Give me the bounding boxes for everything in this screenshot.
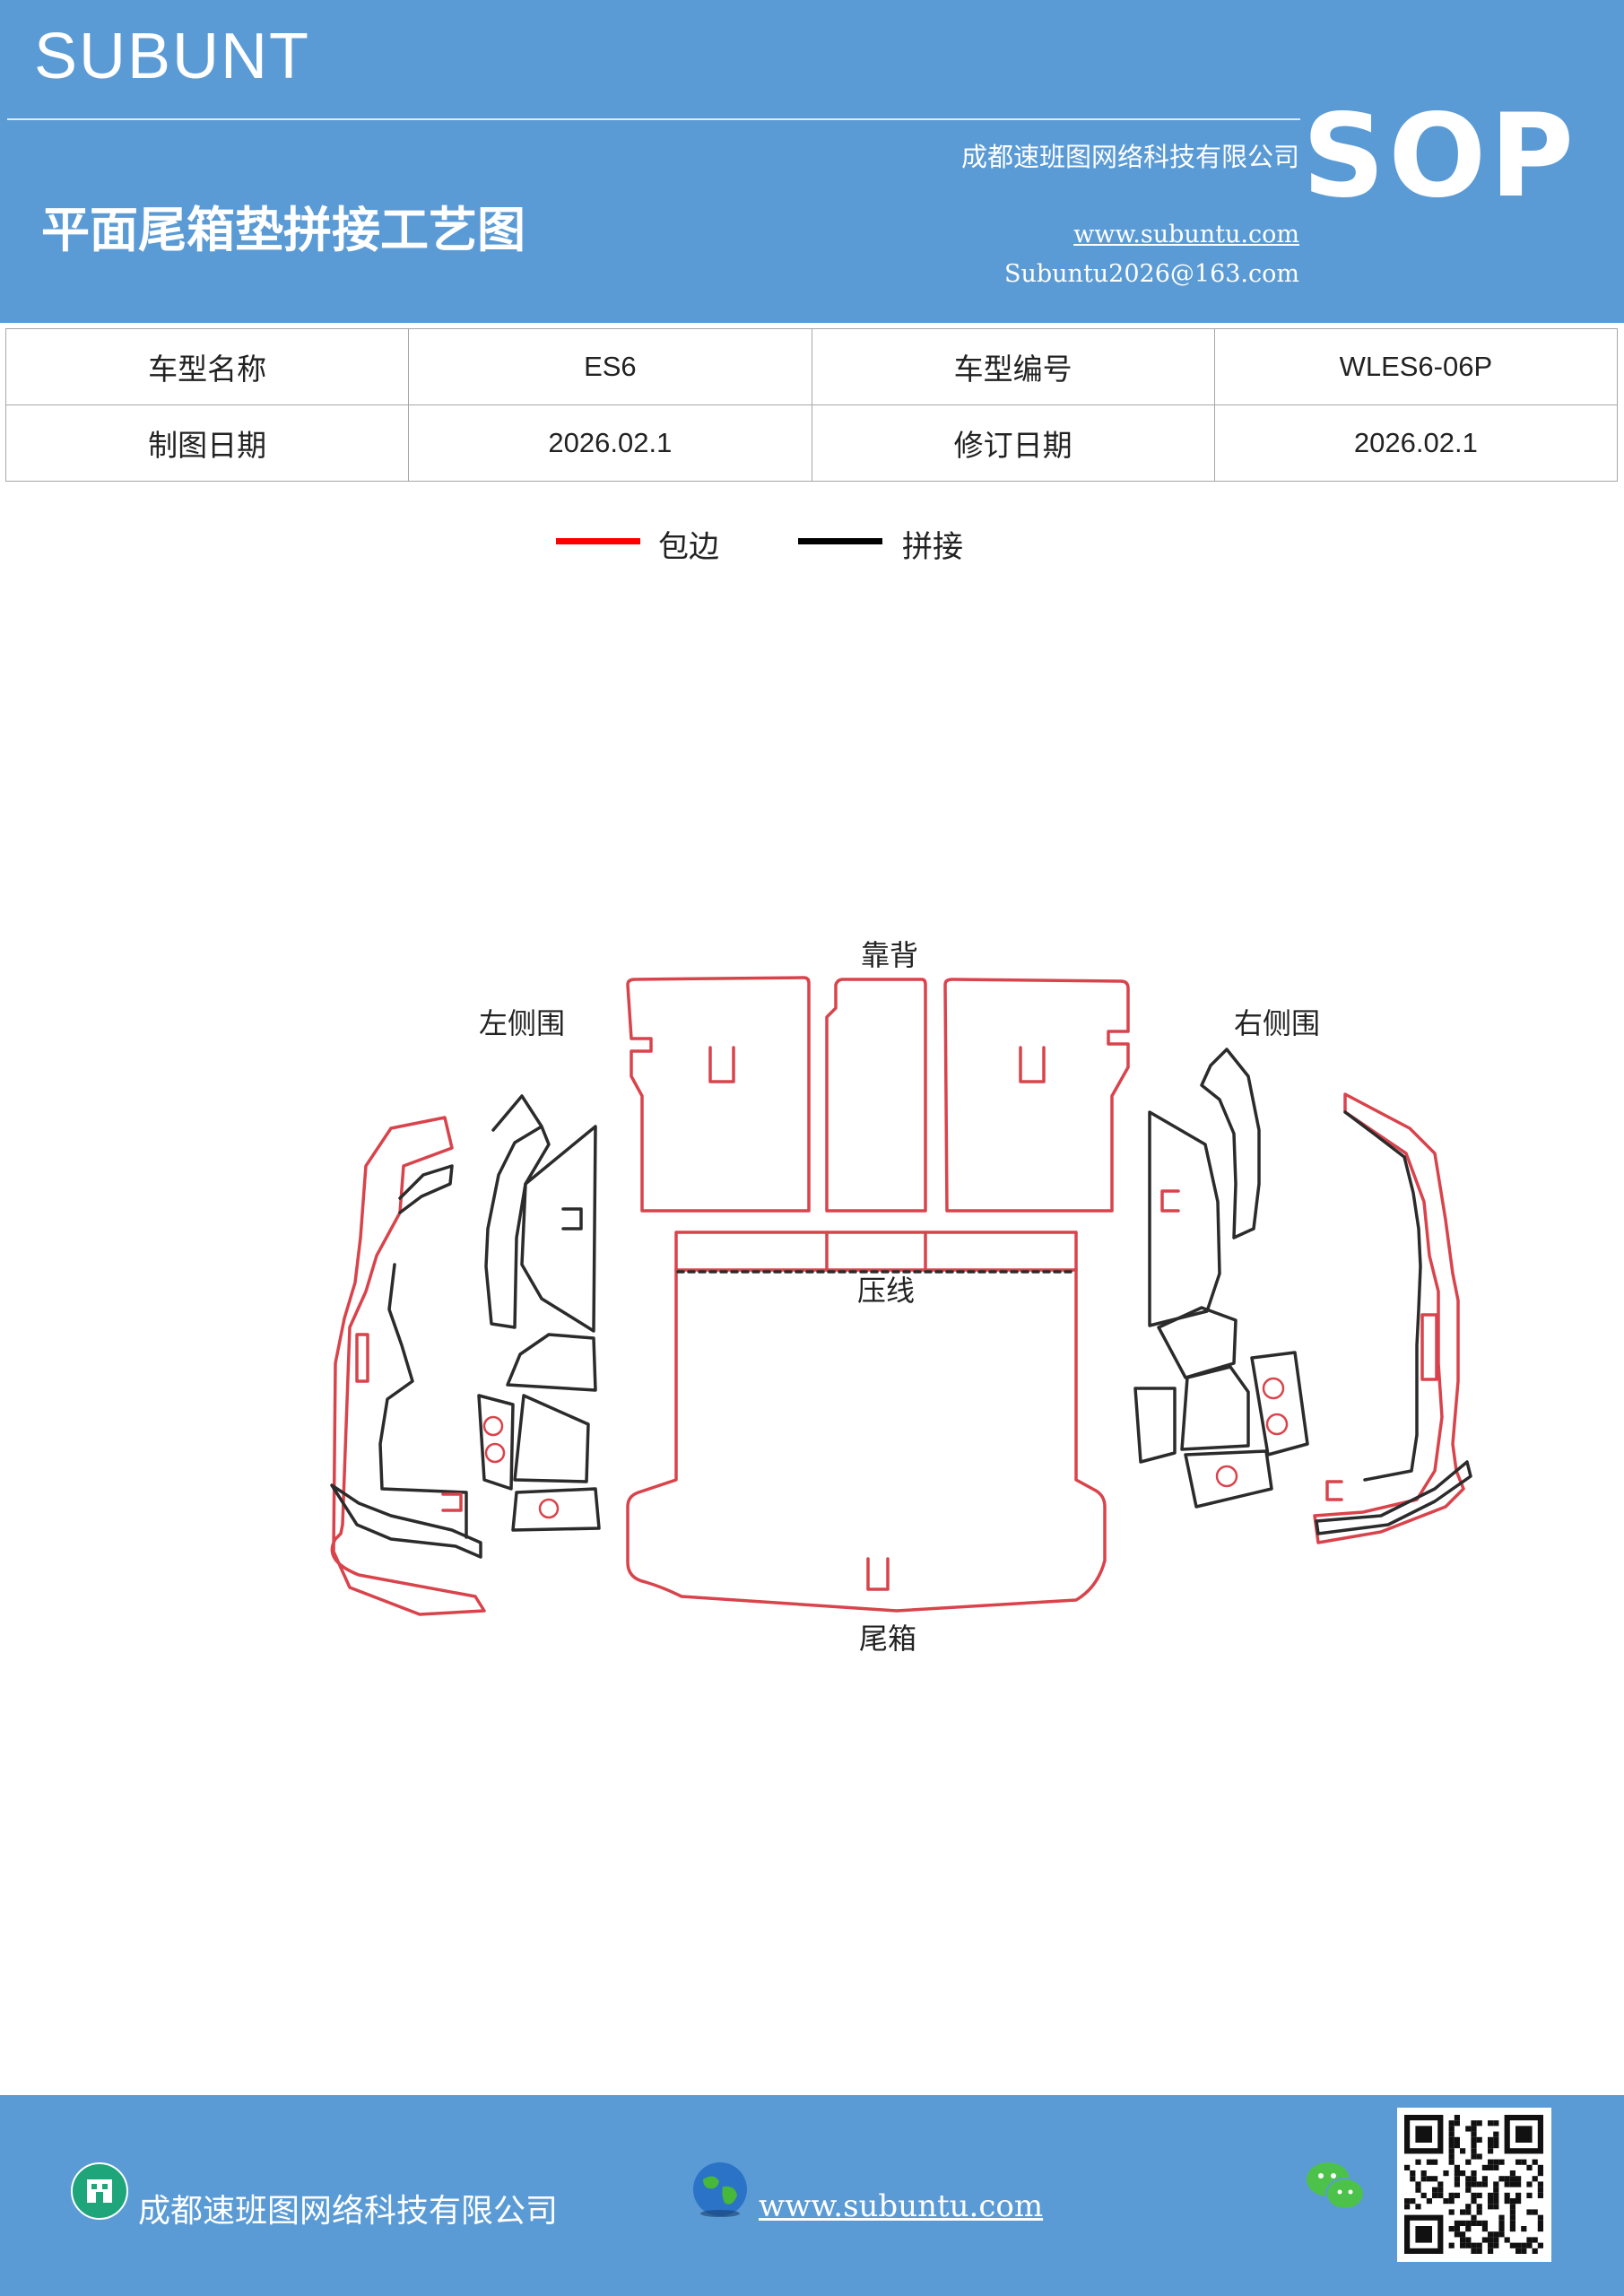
left-side-slot	[355, 1333, 369, 1383]
company-name: 成都速班图网络科技有限公司	[960, 142, 1299, 172]
trunk-main-panel	[626, 1268, 1107, 1613]
right-small-panel	[1157, 1306, 1238, 1379]
right-side-panel	[1148, 1110, 1221, 1327]
globe-icon	[690, 2160, 750, 2222]
header-divider	[7, 118, 1300, 120]
table-row: 车型名称 ES6 车型编号 WLES6-06P	[4, 328, 1619, 405]
right-bottom-flower	[1184, 1449, 1273, 1509]
left-flower-panel	[477, 1394, 515, 1491]
label-left-side: 左侧围	[479, 1006, 565, 1040]
table-row: 制图日期 2026.02.1 修订日期 2026.02.1	[4, 404, 1619, 482]
model-code-value: WLES6-06P	[1213, 328, 1619, 405]
backrest-right-tab	[1019, 1046, 1046, 1083]
brand-name: SUBUNT	[34, 21, 311, 92]
right-side-long	[1200, 1048, 1261, 1239]
sop-badge: SOP	[1302, 90, 1577, 223]
right-mid-panel	[1180, 1365, 1250, 1451]
document-title: 平面尾箱垫拼接工艺图	[41, 202, 525, 258]
legend-swatch-edge	[556, 538, 640, 544]
right-flower-panel	[1250, 1351, 1309, 1457]
right-flowers	[1215, 1377, 1289, 1488]
website-link[interactable]: www.subuntu.com	[1073, 221, 1299, 248]
footer-company: 成都速班图网络科技有限公司	[138, 2193, 559, 2230]
legend-label-seam: 拼接	[902, 529, 963, 565]
backrest-left-panel	[626, 976, 811, 1213]
backrest-middle-panel	[825, 978, 927, 1213]
draw-date-label: 制图日期	[4, 404, 410, 482]
footer-website-link[interactable]: www.subuntu.com	[759, 2188, 1044, 2224]
left-side-slot-tab	[441, 1492, 463, 1512]
label-backrest: 靠背	[861, 938, 918, 972]
qr-code	[1397, 2108, 1551, 2262]
right-side-tab	[1160, 1189, 1180, 1213]
email-address: Subuntu2026@163.com	[1004, 260, 1299, 288]
label-right-side: 右侧围	[1234, 1006, 1320, 1040]
right-bottom-strip	[1315, 1460, 1472, 1535]
trunk-top-strip	[674, 1231, 1078, 1272]
left-bottom-flower	[511, 1487, 601, 1532]
legend-swatch-seam	[798, 538, 882, 544]
left-side-inner-seam	[398, 1164, 454, 1214]
building-icon	[70, 2161, 129, 2224]
backrest-left-tab	[708, 1046, 735, 1083]
wechat-icon[interactable]	[1304, 2158, 1367, 2219]
legend: 包边 拼接	[0, 520, 1624, 574]
right-side-seam-body	[1343, 1110, 1422, 1482]
label-trunk: 尾箱	[859, 1622, 916, 1656]
trunk-tab	[866, 1557, 890, 1591]
legend-label-edge: 包边	[658, 529, 719, 565]
left-side-panel	[520, 1125, 597, 1333]
model-code-label: 车型编号	[811, 328, 1215, 405]
right-side-slot-tab	[1325, 1480, 1343, 1501]
left-side-outer	[330, 1116, 486, 1616]
left-side-tab	[561, 1207, 583, 1231]
left-small-panel	[506, 1333, 597, 1392]
model-name-label: 车型名称	[4, 328, 410, 405]
right-side-outer	[1313, 1092, 1465, 1544]
label-press-line: 压线	[857, 1274, 915, 1308]
left-flowers	[482, 1415, 560, 1519]
right-left-panel	[1133, 1387, 1177, 1464]
trunk-mat-diagram: 靠背 左侧围 右侧围 压线 尾箱	[330, 938, 1472, 1656]
right-side-slot	[1420, 1313, 1438, 1381]
revision-date-label: 修订日期	[811, 404, 1215, 482]
header-banner: SUBUNT 成都速班图网络科技有限公司 平面尾箱垫拼接工艺图 www.subu…	[0, 0, 1624, 323]
left-mid-panel	[513, 1394, 590, 1483]
revision-date-value: 2026.02.1	[1213, 404, 1619, 482]
model-name-value: ES6	[408, 328, 812, 405]
backrest-right-panel	[943, 978, 1130, 1213]
draw-date-value: 2026.02.1	[408, 404, 812, 482]
left-bottom-strip	[330, 1483, 482, 1559]
vehicle-info-table: 车型名称 ES6 车型编号 WLES6-06P 制图日期 2026.02.1 修…	[4, 328, 1619, 482]
footer-banner: 成都速班图网络科技有限公司 www.subuntu.com	[0, 2095, 1624, 2296]
left-side-seam-body	[378, 1263, 468, 1539]
